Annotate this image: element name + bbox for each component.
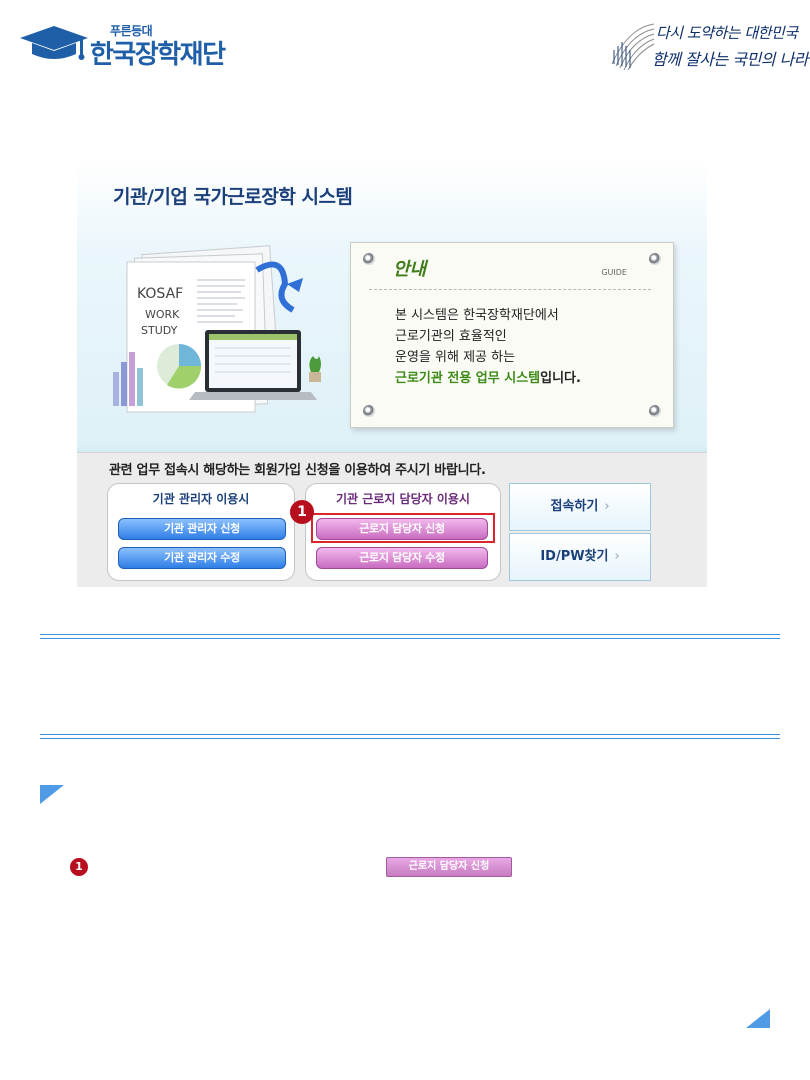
guide-subtitle: GUIDE	[601, 268, 627, 277]
kosaf-logo: 푸른등대 한국장학재단	[18, 20, 238, 70]
slogan-decoration-icon	[611, 23, 655, 71]
highlight-box	[311, 513, 495, 543]
page-title: 기관/기업 국가근로장학 시스템	[113, 186, 353, 208]
corner-marker-icon	[40, 785, 64, 804]
worker-group-label: 기관 근로지 담당자 이용시	[336, 492, 470, 506]
guide-divider	[369, 289, 651, 290]
guide-highlight: 근로기관 전용 업무 시스템	[395, 371, 541, 386]
art-text-kosaf: KOSAF	[137, 286, 183, 302]
login-area: 관련 업무 접속시 해당하는 회원가입 신청을 이용하여 주시기 바랍니다. 기…	[77, 452, 707, 587]
divider	[40, 638, 780, 639]
divider	[40, 634, 780, 635]
connect-button[interactable]: 접속하기 ›	[509, 483, 651, 531]
guide-line-3: 운영을 위해 제공 하는	[395, 350, 516, 365]
admin-edit-button[interactable]: 기관 관리자 수정	[118, 547, 286, 569]
step-1-badge: 1	[290, 500, 314, 524]
rivet-icon	[363, 405, 375, 417]
worker-group: 기관 근로지 담당자 이용시 근로지 담당자 신청 근로지 담당자 수정 1	[290, 483, 501, 581]
info-box	[40, 634, 780, 740]
guide-body: 본 시스템은 한국장학재단에서 근로기관의 효율적인 운영을 위해 제공 하는 …	[395, 305, 581, 389]
find-idpw-label: ID/PW찾기	[540, 549, 609, 564]
kosaf-work-study-illustration: KOSAF WORK STUDY	[113, 245, 321, 413]
guide-tail: 입니다.	[540, 371, 581, 386]
system-screenshot: 기관/기업 국가근로장학 시스템 KOSAF WORK STUDY	[77, 162, 707, 587]
slogan-line-2: 함께 잘사는 국민의 나라	[652, 50, 808, 69]
admin-group: 기관 관리자 이용시 기관 관리자 신청 기관 관리자 수정	[107, 483, 295, 581]
step-1-marker: 1	[70, 858, 88, 876]
notice-text: 관련 업무 접속시 해당하는 회원가입 신청을 이용하여 주시기 바랍니다.	[109, 463, 486, 478]
art-text-study: STUDY	[141, 324, 178, 337]
worker-apply-button[interactable]: 근로지 담당자 신청	[316, 518, 488, 540]
admin-apply-button[interactable]: 기관 관리자 신청	[118, 518, 286, 540]
slogan: 다시 도약하는 대한민국 함께 잘사는 국민의 나라	[608, 20, 808, 72]
guide-line-2: 근로기관의 효율적인	[395, 329, 507, 344]
divider	[40, 734, 780, 735]
art-text-work: WORK	[145, 308, 180, 321]
logo-name: 한국장학재단	[90, 40, 226, 70]
guide-card: 안내 GUIDE 본 시스템은 한국장학재단에서 근로기관의 효율적인 운영을 …	[350, 242, 674, 428]
find-idpw-button[interactable]: ID/PW찾기 ›	[509, 533, 651, 581]
chevron-right-icon: ›	[614, 549, 620, 564]
slogan-line-1: 다시 도약하는 대한민국	[656, 24, 798, 42]
guide-line-4: 근로기관 전용 업무 시스템입니다.	[395, 368, 581, 389]
rivet-icon	[649, 253, 661, 265]
graduation-cap-icon	[20, 26, 88, 60]
rivet-icon	[649, 405, 661, 417]
connect-label: 접속하기	[550, 499, 599, 514]
divider	[40, 738, 780, 739]
admin-group-label: 기관 관리자 이용시	[152, 492, 250, 506]
chevron-right-icon: ›	[604, 499, 610, 514]
step-1-button-sample: 근로지 담당자 신청	[386, 857, 512, 877]
guide-title: 안내	[393, 259, 427, 280]
guide-line-1: 본 시스템은 한국장학재단에서	[395, 308, 559, 323]
rivet-icon	[363, 253, 375, 265]
corner-marker-icon	[746, 1009, 770, 1028]
worker-edit-button[interactable]: 근로지 담당자 수정	[316, 547, 488, 569]
logo-tagline: 푸른등대	[110, 24, 153, 38]
